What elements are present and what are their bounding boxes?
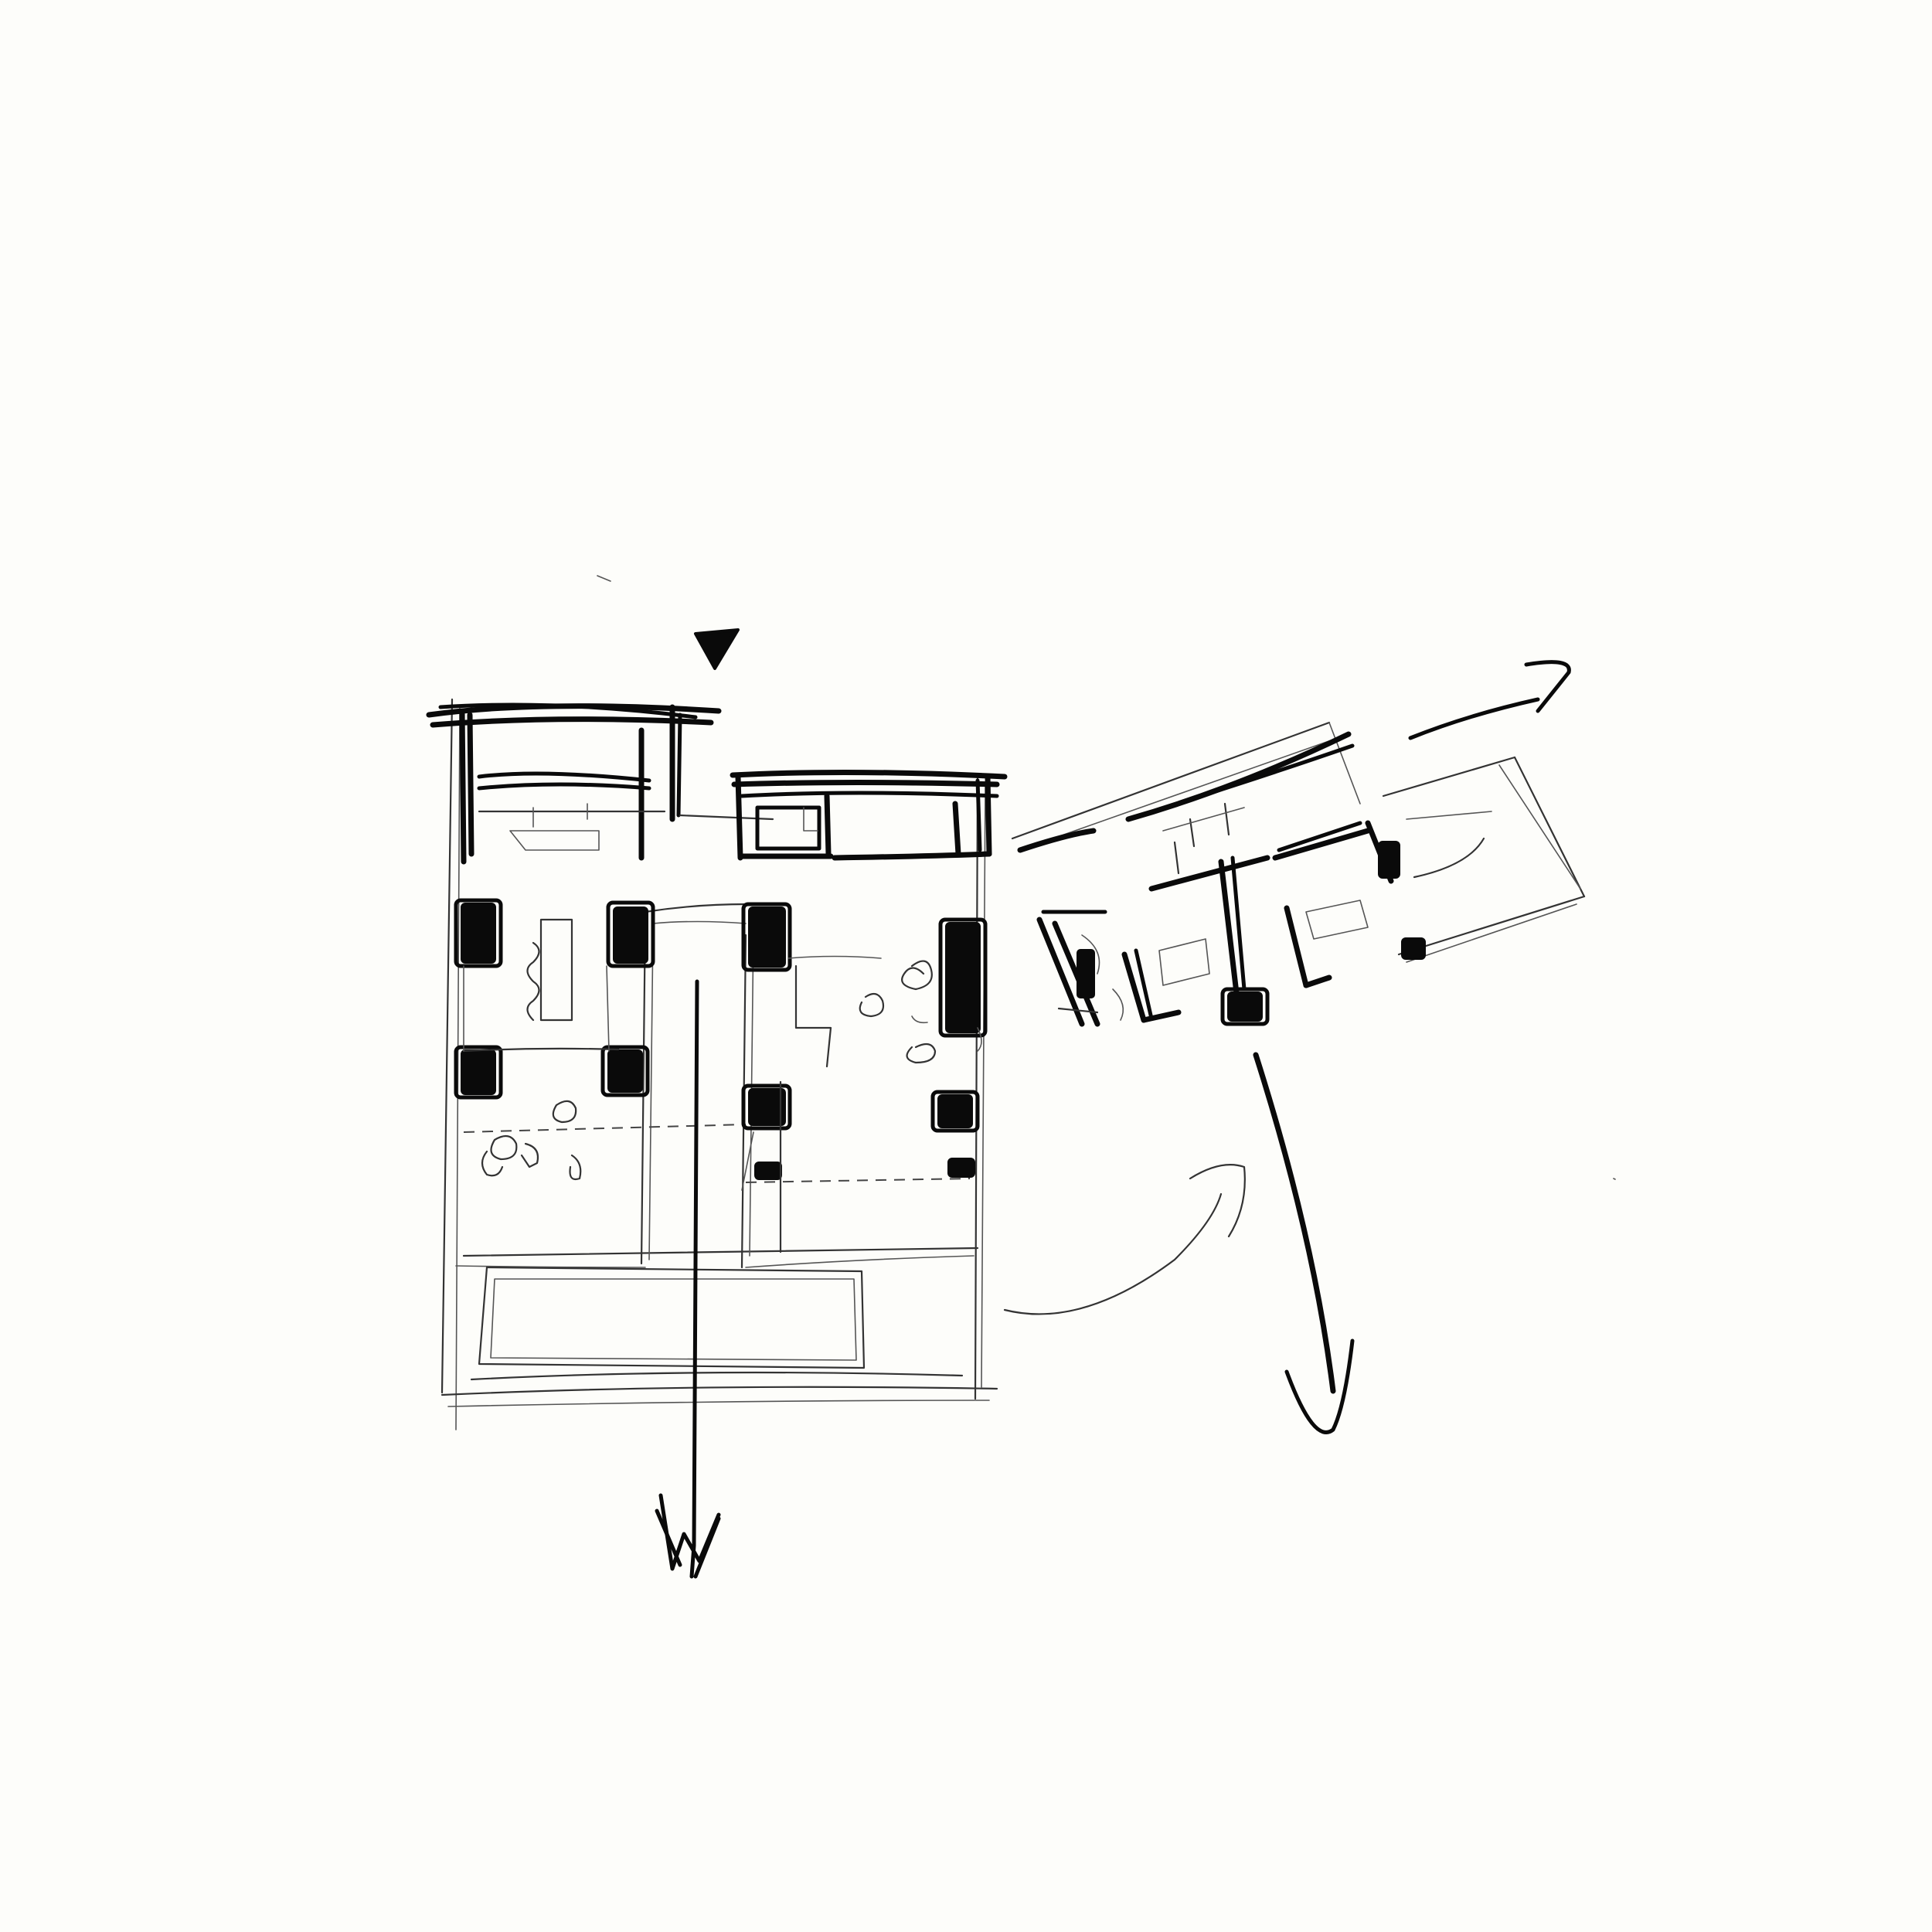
top-right-wing xyxy=(730,769,1008,861)
lower-rectangle xyxy=(478,1266,866,1369)
north-marker xyxy=(597,575,740,670)
main-axis-arrow xyxy=(655,979,721,1579)
piers xyxy=(454,898,988,1180)
wing-axis-arrow xyxy=(1253,1052,1355,1434)
top-left-wing xyxy=(426,702,774,865)
interior-walls xyxy=(462,918,882,1253)
connector-arrow xyxy=(1003,1164,1246,1315)
wing-bold-walls xyxy=(1017,731,1394,1027)
view-arrow xyxy=(1408,660,1571,740)
courtyard xyxy=(463,903,971,1269)
wing-piers xyxy=(1077,841,1426,1026)
main-block-outline xyxy=(440,698,998,1430)
main-building-block xyxy=(426,698,1008,1430)
trees xyxy=(481,941,982,1181)
wing-outline xyxy=(1011,721,1586,963)
wing-interior xyxy=(1057,900,1369,1021)
rotated-wing-block xyxy=(1011,721,1586,1027)
